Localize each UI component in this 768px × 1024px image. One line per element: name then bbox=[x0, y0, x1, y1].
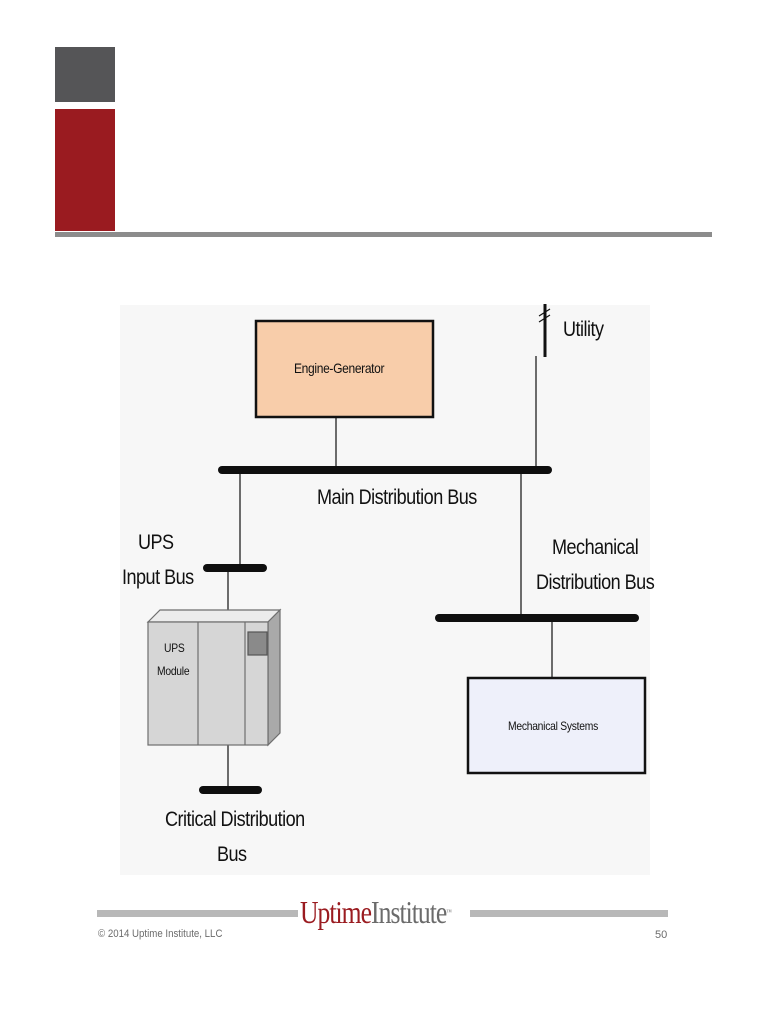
critical-distribution-bus-label-line1: Critical Distribution bbox=[165, 808, 305, 831]
utility-pole-icon bbox=[538, 304, 551, 357]
page-number: 50 bbox=[655, 929, 668, 941]
uptime-institute-logo: UptimeInstitute™ bbox=[300, 892, 452, 932]
main-distribution-bus-label: Main Distribution Bus bbox=[317, 486, 477, 509]
footer-rule-left bbox=[97, 910, 298, 917]
logo-trademark: ™ bbox=[446, 908, 451, 916]
footer-rule-right bbox=[470, 910, 668, 917]
engine-generator-box bbox=[254, 319, 435, 419]
mechanical-systems-label: Mechanical Systems bbox=[508, 719, 598, 733]
ups-input-bus-label-line2: Input Bus bbox=[122, 566, 194, 589]
mechanical-distribution-bus-label-line2: Distribution Bus bbox=[536, 571, 655, 594]
logo-primary-text: Uptime bbox=[300, 894, 372, 930]
critical-distribution-bus-label-line2: Bus bbox=[217, 843, 247, 866]
logo-secondary-text: Institute bbox=[371, 894, 447, 930]
engine-generator-label: Engine-Generator bbox=[294, 360, 385, 376]
ups-module-label-line1: UPS bbox=[164, 641, 185, 655]
mechanical-distribution-bus-label-line1: Mechanical bbox=[552, 536, 639, 559]
ups-input-bus-label-line1: UPS bbox=[138, 531, 174, 554]
mechanical-systems-box bbox=[466, 676, 647, 775]
ups-module-label-line2: Module bbox=[157, 664, 190, 678]
header-divider bbox=[55, 232, 712, 237]
header-accent-gray-block bbox=[55, 47, 115, 102]
copyright-notice: © 2014 Uptime Institute, LLC bbox=[98, 928, 223, 940]
ups-module-display-panel bbox=[247, 631, 268, 656]
header-accent-red-block bbox=[55, 109, 115, 231]
ups-module-cabinet bbox=[146, 608, 282, 747]
utility-label: Utility bbox=[563, 318, 604, 341]
